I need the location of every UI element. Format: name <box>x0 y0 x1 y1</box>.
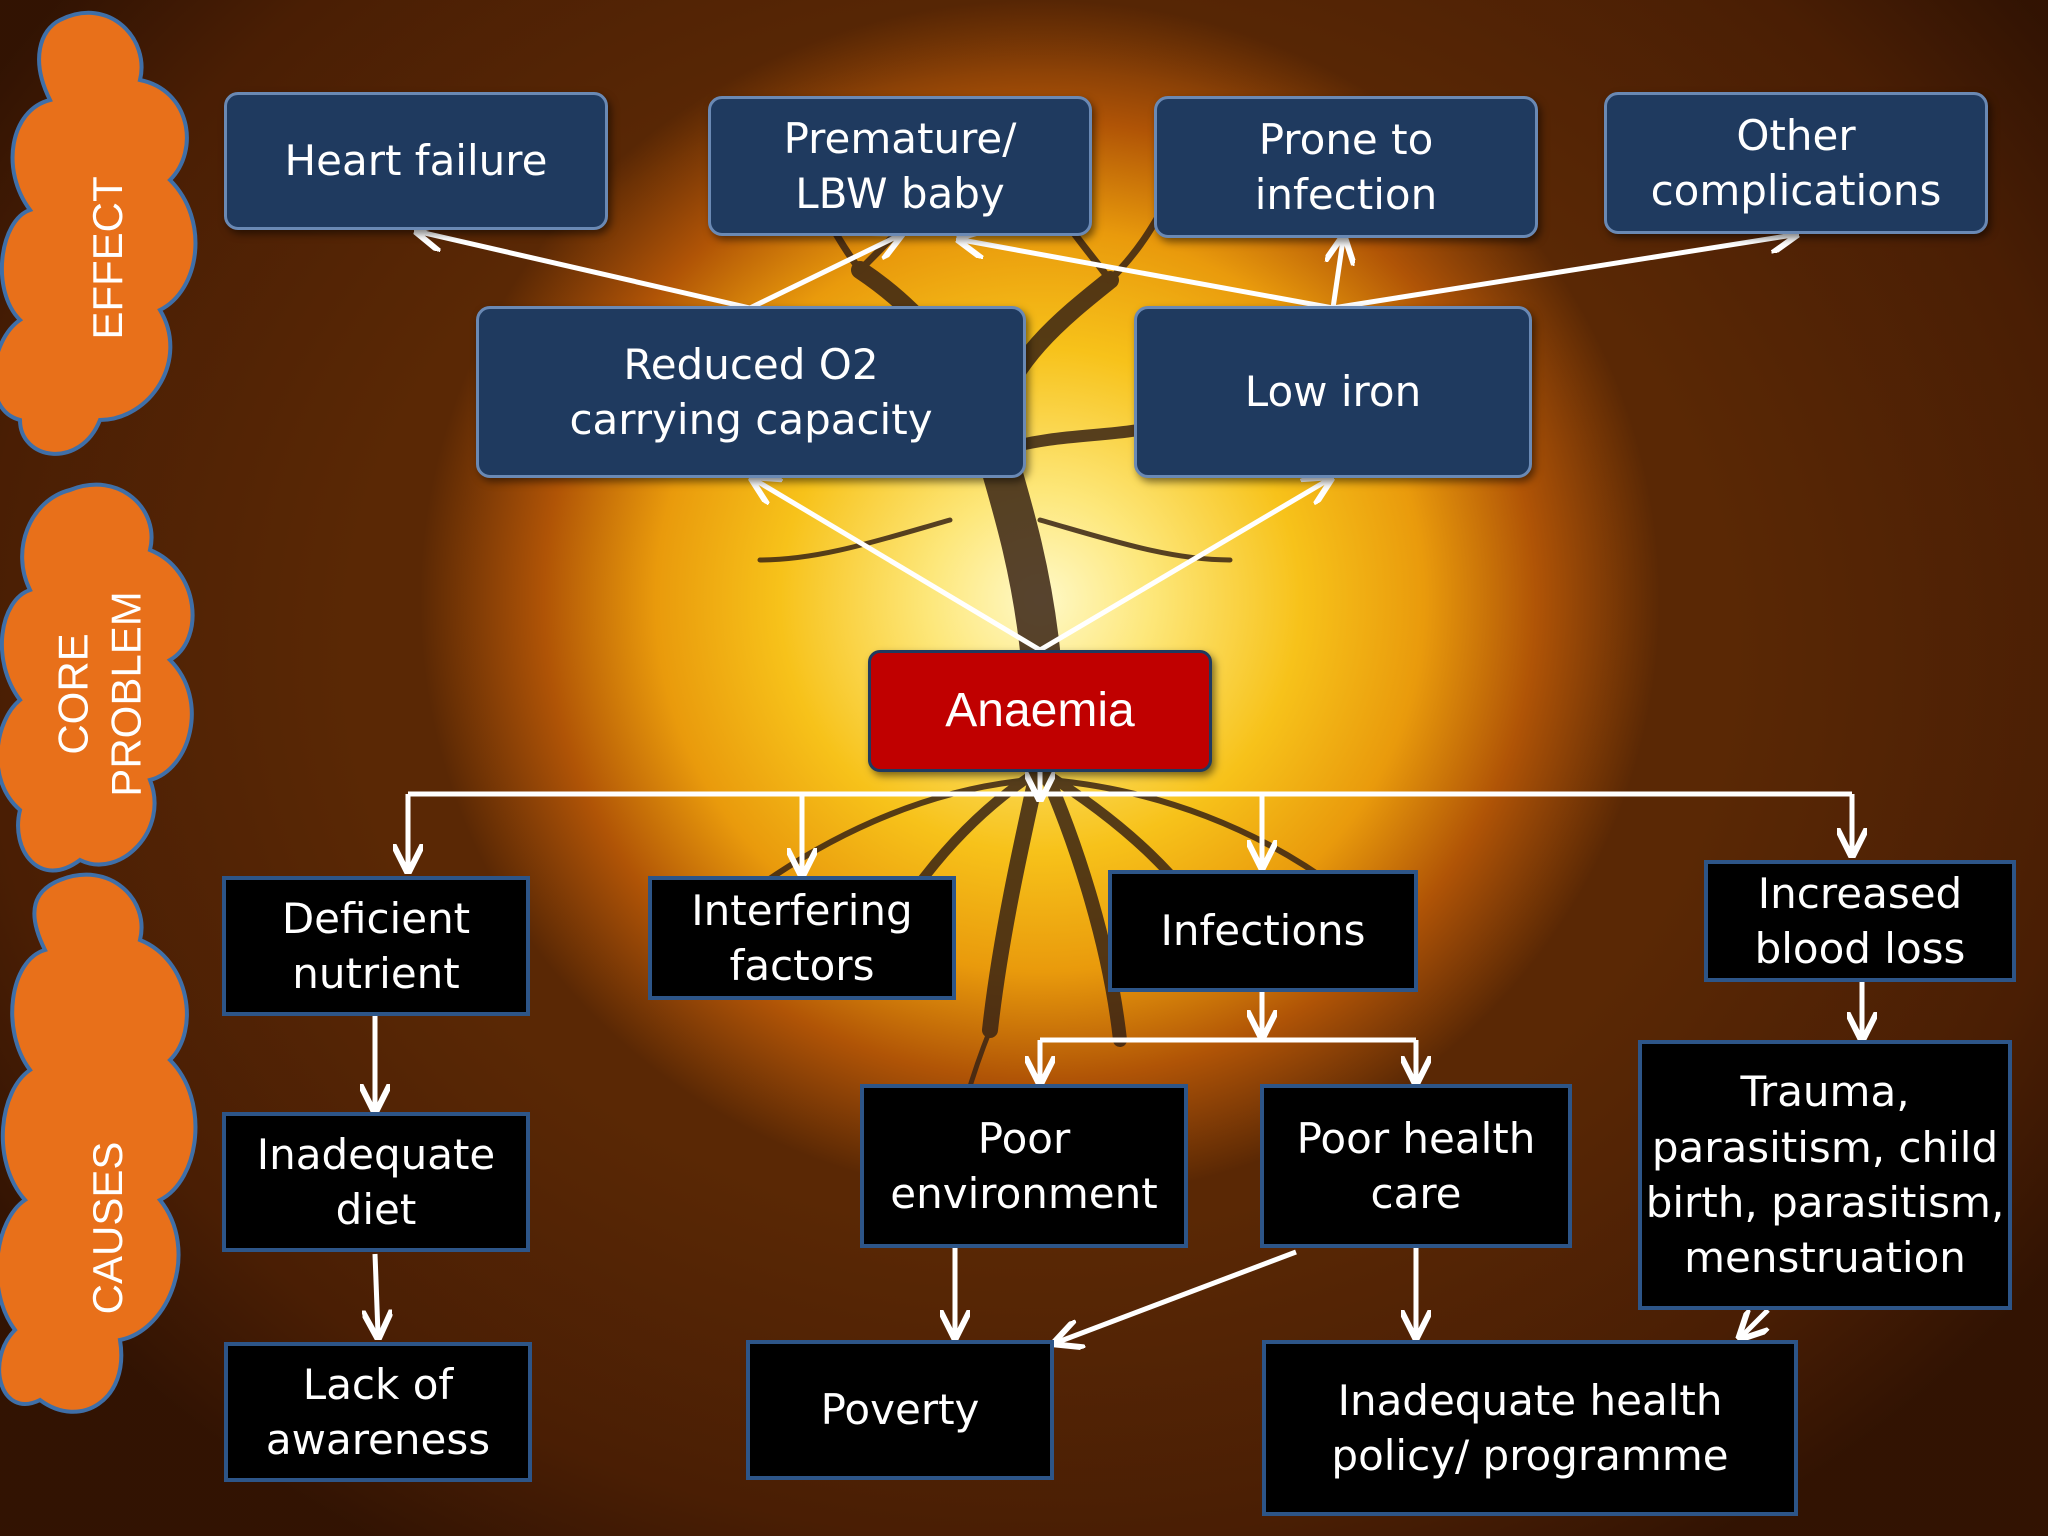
anaemia-box: Anaemia <box>868 650 1212 772</box>
reduced-o2-box: Reduced O2 carrying capacity <box>476 306 1026 478</box>
inadequate-policy-box: Inadequate health policy/ programme <box>1262 1340 1798 1516</box>
inadequate-policy-label: Inadequate health policy/ programme <box>1331 1375 1729 1480</box>
prone-infection-label: Prone to infection <box>1254 114 1438 219</box>
low-iron-box: Low iron <box>1134 306 1532 478</box>
arrow-lowiron-to-premature <box>962 240 1334 311</box>
inadequate-diet-box: Inadequate diet <box>222 1112 530 1252</box>
infections-box: Infections <box>1108 870 1418 992</box>
infections-label: Infections <box>1160 906 1366 956</box>
inadequate-diet-label: Inadequate diet <box>256 1129 496 1234</box>
core-cloud <box>0 482 195 873</box>
increased-blood-loss-box: Increased blood loss <box>1704 860 2016 982</box>
poor-health-care-box: Poor health care <box>1260 1084 1572 1248</box>
increased-blood-loss-label: Increased blood loss <box>1754 868 1966 973</box>
trauma-label: Trauma, parasitism, child birth, parasit… <box>1645 1067 2005 1283</box>
deficient-nutrient-box: Deficient nutrient <box>222 876 530 1016</box>
arrow-diet-to-awareness <box>375 1253 378 1334</box>
trauma-box: Trauma, parasitism, child birth, parasit… <box>1638 1040 2012 1310</box>
lack-awareness-label: Lack of awareness <box>265 1359 491 1464</box>
arrow-lowiron-to-other <box>1332 235 1793 311</box>
poor-environment-box: Poor environment <box>860 1084 1188 1248</box>
arrow-trauma-to-policy <box>1742 1308 1770 1336</box>
premature-lbw-label: Premature/ LBW baby <box>783 113 1017 218</box>
arrow-anaemia-to-reduced <box>755 480 1042 653</box>
poor-health-care-label: Poor health care <box>1296 1113 1536 1218</box>
arrow-reduced-to-premature <box>748 236 898 311</box>
arrow-reduced-to-heart <box>420 232 751 311</box>
interfering-factors-box: Interfering factors <box>648 876 956 1000</box>
heart-failure-label: Heart failure <box>284 136 548 186</box>
interfering-factors-label: Interfering factors <box>691 885 913 990</box>
poor-environment-label: Poor environment <box>890 1113 1158 1218</box>
poverty-label: Poverty <box>820 1385 980 1435</box>
premature-lbw-box: Premature/ LBW baby <box>708 96 1092 236</box>
lack-awareness-box: Lack of awareness <box>224 1342 532 1482</box>
other-complications-box: Other complications <box>1604 92 1988 234</box>
effect-cloud <box>0 10 198 456</box>
arrow-poorcare-to-poverty <box>1058 1249 1297 1342</box>
causes-cloud <box>0 872 198 1414</box>
poverty-box: Poverty <box>746 1340 1054 1480</box>
prone-infection-box: Prone to infection <box>1154 96 1538 238</box>
arrow-lowiron-to-prone <box>1333 240 1343 309</box>
other-complications-label: Other complications <box>1650 110 1942 215</box>
heart-failure-box: Heart failure <box>224 92 608 230</box>
reduced-o2-label: Reduced O2 carrying capacity <box>569 339 933 444</box>
deficient-nutrient-label: Deficient nutrient <box>281 893 471 998</box>
arrow-anaemia-to-lowiron <box>1038 480 1328 653</box>
low-iron-label: Low iron <box>1244 367 1422 417</box>
anaemia-label: Anaemia <box>945 684 1135 738</box>
